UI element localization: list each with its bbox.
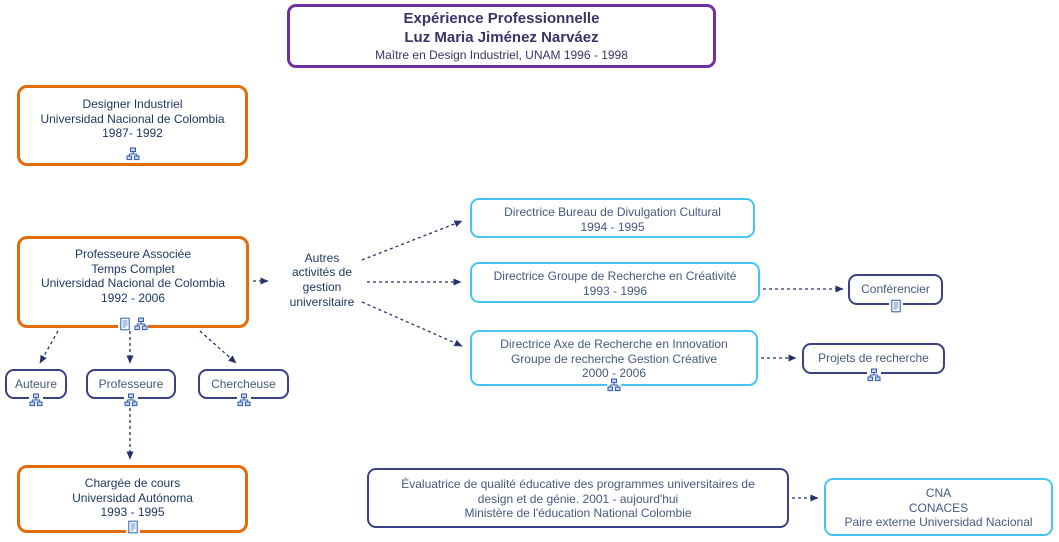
node-conferencier[interactable]: Conférencier [848,274,943,313]
node-text-line: CNA [925,486,952,500]
node-chercheuse[interactable]: Chercheuse [198,369,289,407]
node-text-line: Chercheuse [211,376,276,391]
node-text-line: Ministère de l'éducation National Colomb… [464,506,692,521]
node-text-line: 2000 - 2006 [581,366,647,381]
node-text-line: universitaire [289,294,355,309]
node-text-line: Universidad Autónoma [72,490,193,505]
node-text-line: Designer Industriel [82,97,183,111]
node-professeure[interactable]: Professeure [86,369,176,407]
title-line-2: Luz Maria Jiménez Narváez [404,29,599,46]
connector-associee-to-auteure [39,330,59,364]
org-chart-icon [236,393,251,407]
node-text-line: Universidad Nacional de Colombia [40,276,226,291]
node-text-line: Conférencier [861,282,930,297]
node-text-line: 1992 - 2006 [100,290,166,305]
node-designer-industriel[interactable]: Designer Industriel Universidad Nacional… [17,85,248,166]
document-icon [125,520,140,534]
node-text-line: Autres [304,250,340,265]
title-subtitle: Maître en Design Industriel, UNAM 1996 -… [375,48,628,62]
node-text-line: Chargée de cours [84,476,181,490]
node-text-line: Groupe de recherche Gestion Créative [510,351,718,366]
node-title[interactable]: Expérience Professionnelle Luz Maria Jim… [287,4,716,68]
node-text-line: Directrice Axe de Recherche en Innovatio… [500,337,728,351]
org-chart-icon [866,368,881,382]
node-text-line: Directrice Bureau de Divulgation Cultura… [504,205,721,219]
node-text-line: Auteure [14,376,58,391]
title-line-1: Expérience Professionnelle [403,10,600,27]
document-icon [888,299,903,313]
org-chart-icon [125,147,140,161]
org-chart-icon [134,317,148,331]
node-chargee-de-cours[interactable]: Chargée de cours Universidad Autónoma 19… [17,465,248,534]
node-text-line: Temps Complet [91,261,175,276]
node-divulgation-cultural[interactable]: Directrice Bureau de Divulgation Cultura… [470,198,755,238]
org-chart-icon [607,378,621,392]
node-cna-conaces[interactable]: CNA CONACES Paire externe Universidad Na… [824,478,1053,536]
node-text-line: Professeure [98,376,164,391]
node-text-line: Projets de recherche [818,351,929,366]
node-text-line: Évaluatrice de qualité éducative des pro… [401,477,755,491]
node-text-line: 1993 - 1995 [100,505,165,520]
node-text-line: CONACES [908,500,969,515]
node-text-line: gestion [302,280,342,294]
node-autres-activites[interactable]: Autres activités de gestion universitair… [278,248,366,312]
node-text-line: 1987- 1992 [102,126,163,141]
node-icon-group [118,317,148,331]
node-text-line: 1993 - 1996 [582,283,648,298]
connector-autres-to-innovation [361,301,463,347]
node-recherche-creativite[interactable]: Directrice Groupe de Recherche en Créati… [470,262,760,303]
node-evaluatrice[interactable]: Évaluatrice de qualité éducative des pro… [367,468,789,528]
document-icon [118,317,132,331]
node-text-line: design et de génie. 2001 - aujourd'hui [477,491,679,506]
node-text-line: Professeure Associée [74,247,192,261]
node-auteure[interactable]: Auteure [5,369,67,407]
org-chart-icon [29,393,43,407]
org-chart-icon [124,393,138,407]
connector-autres-to-divulgation [361,220,463,261]
node-professeure-associee[interactable]: Professeure Associée Temps Complet Unive… [17,236,249,331]
node-text-line: Universidad Nacional de Colombia [40,111,225,126]
node-text-line: Directrice Groupe de Recherche en Créati… [493,269,737,283]
node-text-line: Paire externe Universidad Nacional [844,515,1033,530]
node-text-line: activités de [291,265,353,280]
node-recherche-innovation[interactable]: Directrice Axe de Recherche en Innovatio… [470,330,758,392]
connector-associee-to-chercheuse [199,330,237,364]
node-text-line: 1994 - 1995 [580,219,645,234]
node-projets-de-recherche[interactable]: Projets de recherche [802,343,945,382]
